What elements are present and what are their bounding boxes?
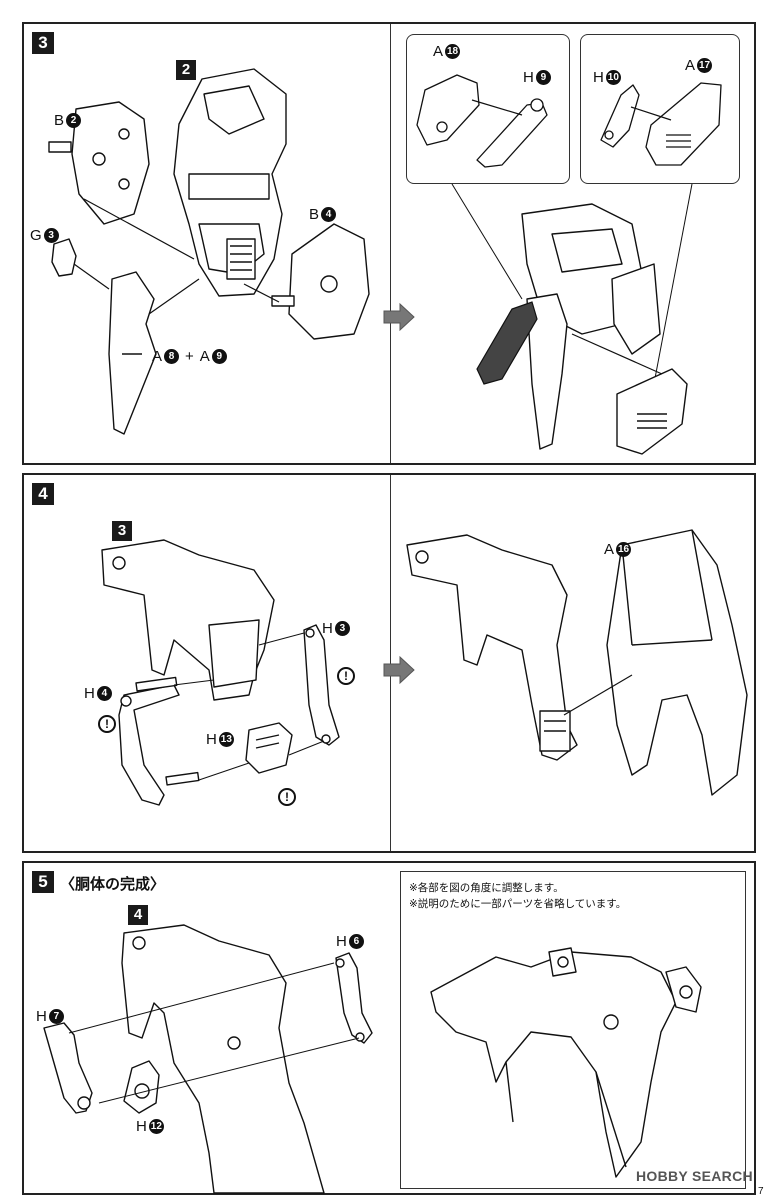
part-label-h7: H 7 (36, 1008, 64, 1025)
part-number-badge: 16 (616, 542, 632, 557)
caution-icon: ! (98, 715, 116, 733)
part-letter: H (136, 1118, 147, 1135)
step-title: 〈胴体の完成〉 (60, 876, 166, 893)
step-3-left-illustration (48, 68, 370, 435)
part-letter: A (433, 43, 444, 60)
part-letter: H (206, 731, 217, 748)
part-letter: H (593, 69, 604, 86)
note-line: ※説明のために一部パーツを省略しています。 (409, 898, 627, 910)
step-3-panel: 3 (22, 22, 756, 465)
transition-arrow-icon (383, 302, 415, 332)
part-number-badge: 18 (445, 44, 461, 59)
part-letter: G (30, 227, 42, 244)
step-number: 4 (32, 483, 54, 505)
part-label-a18: A 18 (433, 43, 461, 60)
part-number-badge: 8 (164, 349, 180, 364)
part-label-h13: H 13 (206, 731, 234, 748)
part-label-a8-a9: A 8 + A 9 (152, 348, 227, 365)
watermark: HOBBY SEARCH (636, 1168, 753, 1184)
part-label-h4: H 4 (84, 685, 112, 702)
part-letter: B (54, 112, 65, 129)
subassembly-number: 3 (112, 521, 132, 541)
part-letter: H (523, 69, 534, 86)
caution-icon: ! (278, 788, 296, 806)
part-number-badge: 9 (535, 70, 551, 85)
panel-divider (390, 475, 391, 851)
part-letter: A (604, 541, 615, 558)
part-number-badge: 9 (211, 349, 227, 364)
part-letter: H (36, 1008, 47, 1025)
part-number-badge: 12 (148, 1119, 164, 1134)
step-5-left-illustration (43, 924, 373, 1194)
part-label-h10: H 10 (593, 69, 621, 86)
transition-arrow-icon (383, 655, 415, 685)
part-letter: A (199, 348, 210, 365)
part-number-badge: 13 (218, 732, 234, 747)
step-number: 5 (32, 871, 54, 893)
part-label-b2: B 2 (54, 112, 82, 129)
part-label-h12: H 12 (136, 1118, 164, 1135)
part-label-a16: A 16 (604, 541, 632, 558)
part-number-badge: 4 (321, 207, 337, 222)
page-number: 7 (758, 1186, 764, 1197)
part-number-badge: 7 (48, 1009, 64, 1024)
step-number: 3 (32, 32, 54, 54)
part-label-a17: A 17 (685, 57, 713, 74)
part-label-g3: G 3 (30, 227, 59, 244)
part-number-badge: 3 (334, 621, 350, 636)
part-label-h6: H 6 (336, 933, 364, 950)
part-number-badge: 17 (697, 58, 713, 73)
part-letter: H (336, 933, 347, 950)
plus-sign: + (185, 348, 194, 365)
panel-divider (390, 24, 391, 463)
step-3-right-illustration (451, 183, 693, 455)
subassembly-number: 2 (176, 60, 196, 80)
detail-callout-left: A 18 H 9 (406, 34, 570, 184)
part-number-badge: 4 (96, 686, 112, 701)
part-letter: B (309, 206, 320, 223)
part-label-b4: B 4 (309, 206, 337, 223)
subassembly-number: 4 (128, 905, 148, 925)
caution-icon: ! (337, 667, 355, 685)
part-label-h3: H 3 (322, 620, 350, 637)
detail-callout-right: H 10 A 17 (580, 34, 740, 184)
part-number-badge: 10 (605, 70, 621, 85)
part-letter: H (322, 620, 333, 637)
step-5-panel: 5 〈胴体の完成〉 4 H 6 H 7 H 12 (22, 861, 756, 1195)
step-4-panel: 4 3 H 3 H (22, 473, 756, 853)
part-letter: H (84, 685, 95, 702)
detail-illustration (416, 74, 548, 168)
detail-illustration (600, 82, 722, 166)
part-letter: A (152, 348, 163, 365)
note-line: ※各部を図の角度に調整します。 (409, 882, 564, 894)
completed-torso-illustration (430, 947, 702, 1178)
part-number-badge: 2 (66, 113, 82, 128)
part-number-badge: 3 (43, 228, 59, 243)
part-letter: A (685, 57, 696, 74)
step-4-left-illustration (101, 539, 340, 806)
part-label-h9: H 9 (523, 69, 551, 86)
completed-view-box: ※各部を図の角度に調整します。 ※説明のために一部パーツを省略しています。 (400, 871, 746, 1189)
step-4-right-illustration (406, 529, 748, 796)
part-number-badge: 6 (348, 934, 364, 949)
